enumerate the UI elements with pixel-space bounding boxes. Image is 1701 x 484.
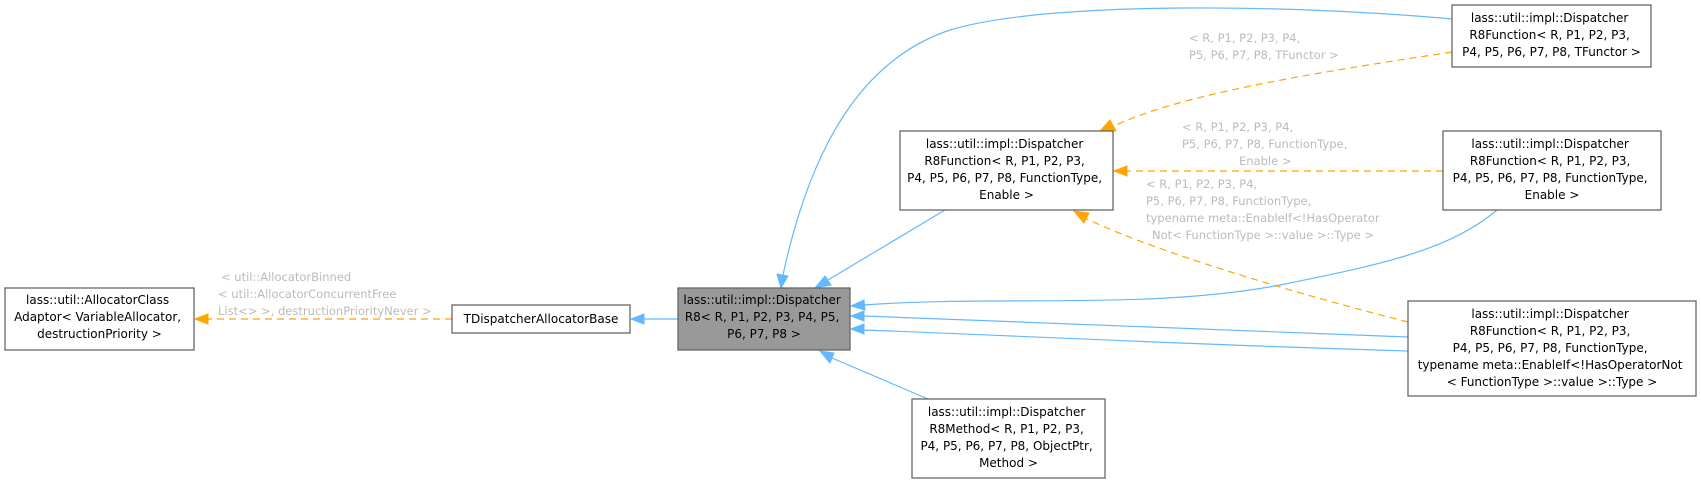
node-label: lass::util::impl::Dispatcher R8Function<… <box>1418 307 1687 389</box>
node-label-line: lass::util::AllocatorClass <box>26 293 169 307</box>
node-label-line: lass::util::impl::Dispatcher <box>1471 307 1628 321</box>
node-label-line: P6, P7, P8 > <box>727 327 801 341</box>
node-box <box>1407 300 1697 397</box>
node-label-line: typename meta::EnableIf<!HasOperatorNot <box>1418 358 1683 372</box>
node-label-line: R8< R, P1, P2, P3, P4, P5, <box>685 310 840 324</box>
arrowhead-icon <box>1072 210 1090 224</box>
node-label-line: Enable > <box>979 188 1034 202</box>
arrowhead-icon <box>849 310 865 322</box>
node-label-line: R8Method< R, P1, P2, P3, <box>929 422 1084 436</box>
node-label: lass::util::impl::Dispatcher R8Function<… <box>907 137 1106 202</box>
node-tdispatcher-allocator-base[interactable]: TDispatcherAllocatorBase <box>451 304 631 334</box>
edges <box>193 7 1498 400</box>
node-dispatcher-r8method[interactable]: lass::util::impl::Dispatcher R8Method< R… <box>911 398 1106 479</box>
arrowhead-icon <box>1112 165 1128 177</box>
node-label: lass::util::impl::Dispatcher R8Method< R… <box>920 405 1096 470</box>
arrowhead-icon <box>629 313 645 325</box>
node-label-line: < FunctionType >::value >::Type > <box>1447 375 1658 389</box>
edge-label-line: < util::AllocatorConcurrentFree <box>218 287 396 301</box>
node-label: lass::util::AllocatorClass Adaptor< Vari… <box>14 293 185 341</box>
node-label-line: R8Function< R, P1, P2, P3, <box>1470 154 1631 168</box>
node-label-line: lass::util::impl::Dispatcher <box>683 293 840 307</box>
edge-label-line: Enable > <box>1239 154 1291 168</box>
edge-inherit-enableif-2 <box>863 329 1409 352</box>
node-dispatcher-r8function-enable-right[interactable]: lass::util::impl::Dispatcher R8Function<… <box>1442 130 1662 211</box>
node-label-line: P4, P5, P6, P7, P8, FunctionType, <box>1453 341 1648 355</box>
edge-inherit-enable-center <box>827 209 946 281</box>
node-label-line: Method > <box>979 456 1038 470</box>
arrowhead-icon <box>776 273 789 290</box>
arrowhead-icon <box>1098 119 1117 132</box>
edge-inherit-method <box>831 357 929 400</box>
node-label: TDispatcherAllocatorBase <box>463 312 619 326</box>
edge-label-line: P5, P6, P7, P8, TFunctor > <box>1189 48 1339 62</box>
node-dispatcher-r8[interactable]: lass::util::impl::Dispatcher R8< R, P1, … <box>677 287 851 351</box>
edge-label-line: List<> >, destructionPriorityNever > <box>218 304 432 318</box>
edge-label-line: < R, P1, P2, P3, P4, <box>1182 120 1293 134</box>
node-label-line: lass::util::impl::Dispatcher <box>1471 137 1628 151</box>
node-dispatcher-r8function-tfunctor[interactable]: lass::util::impl::Dispatcher R8Function<… <box>1451 4 1652 68</box>
edge-label-line: P5, P6, P7, P8, FunctionType, <box>1182 137 1347 151</box>
edge-label-line: < R, P1, P2, P3, P4, <box>1146 177 1257 191</box>
node-label-line: lass::util::impl::Dispatcher <box>928 405 1085 419</box>
node-label-line: R8Function< R, P1, P2, P3, <box>1469 28 1630 42</box>
edge-label-allocator: < util::AllocatorBinned < util::Allocato… <box>218 270 432 318</box>
edge-inherit-enable-right <box>863 209 1498 306</box>
node-box <box>1442 130 1662 211</box>
edge-template-tfunctor <box>1113 51 1453 127</box>
arrowhead-icon <box>818 350 835 364</box>
edge-label-line: typename meta::EnableIf<!HasOperator <box>1146 211 1380 225</box>
node-dispatcher-r8function-enableif[interactable]: lass::util::impl::Dispatcher R8Function<… <box>1407 300 1697 397</box>
node-dispatcher-r8function-enable-center[interactable]: lass::util::impl::Dispatcher R8Function<… <box>899 130 1114 211</box>
node-label-line: Enable > <box>1525 188 1580 202</box>
node-box <box>911 398 1106 479</box>
node-label-line: P4, P5, P6, P7, P8, FunctionType, <box>907 171 1102 185</box>
edge-inherit-tfunctor <box>782 7 1453 276</box>
node-label-line: R8Function< R, P1, P2, P3, <box>1470 324 1631 338</box>
node-label: lass::util::impl::Dispatcher R8Function<… <box>1453 137 1652 202</box>
edge-label-enableif: < R, P1, P2, P3, P4, P5, P6, P7, P8, Fun… <box>1146 177 1383 242</box>
edge-label-line: Not< FunctionType >::value >::Type > <box>1152 228 1374 242</box>
node-box <box>1451 4 1652 68</box>
node-label-line: Adaptor< VariableAllocator, <box>14 310 181 324</box>
node-allocator-class-adaptor[interactable]: lass::util::AllocatorClass Adaptor< Vari… <box>4 287 195 351</box>
node-label-line: R8Function< R, P1, P2, P3, <box>924 154 1085 168</box>
node-label-line: lass::util::impl::Dispatcher <box>926 137 1083 151</box>
edge-template-enableif <box>1084 217 1409 323</box>
edge-label-line: < util::AllocatorBinned <box>221 270 351 284</box>
edge-label-line: < R, P1, P2, P3, P4, <box>1189 31 1300 45</box>
node-label-line: lass::util::impl::Dispatcher <box>1471 11 1628 25</box>
node-box <box>451 304 631 334</box>
node-label-line: destructionPriority > <box>37 327 162 341</box>
edge-label-line: P5, P6, P7, P8, FunctionType, <box>1146 194 1311 208</box>
node-label: lass::util::impl::Dispatcher R8Function<… <box>1462 11 1641 59</box>
edge-label-enable: < R, P1, P2, P3, P4, P5, P6, P7, P8, Fun… <box>1182 120 1351 168</box>
node-label-line: TDispatcherAllocatorBase <box>463 312 619 326</box>
node-box <box>677 287 851 351</box>
node-box <box>4 287 195 351</box>
edge-labels: < util::AllocatorBinned < util::Allocato… <box>218 31 1383 318</box>
arrowhead-icon <box>849 299 866 311</box>
arrowhead-icon <box>193 313 209 325</box>
edge-label-tfunctor: < R, P1, P2, P3, P4, P5, P6, P7, P8, TFu… <box>1189 31 1339 62</box>
node-label-line: P4, P5, P6, P7, P8, TFunctor > <box>1462 45 1641 59</box>
arrowhead-icon <box>813 275 832 289</box>
node-label-line: P4, P5, P6, P7, P8, ObjectPtr, <box>920 439 1092 453</box>
node-box <box>899 130 1114 211</box>
node-label-line: P4, P5, P6, P7, P8, FunctionType, <box>1453 171 1648 185</box>
node-label: lass::util::impl::Dispatcher R8< R, P1, … <box>683 293 844 341</box>
arrowhead-icon <box>849 323 865 335</box>
edge-inherit-enableif-1 <box>863 315 1409 338</box>
